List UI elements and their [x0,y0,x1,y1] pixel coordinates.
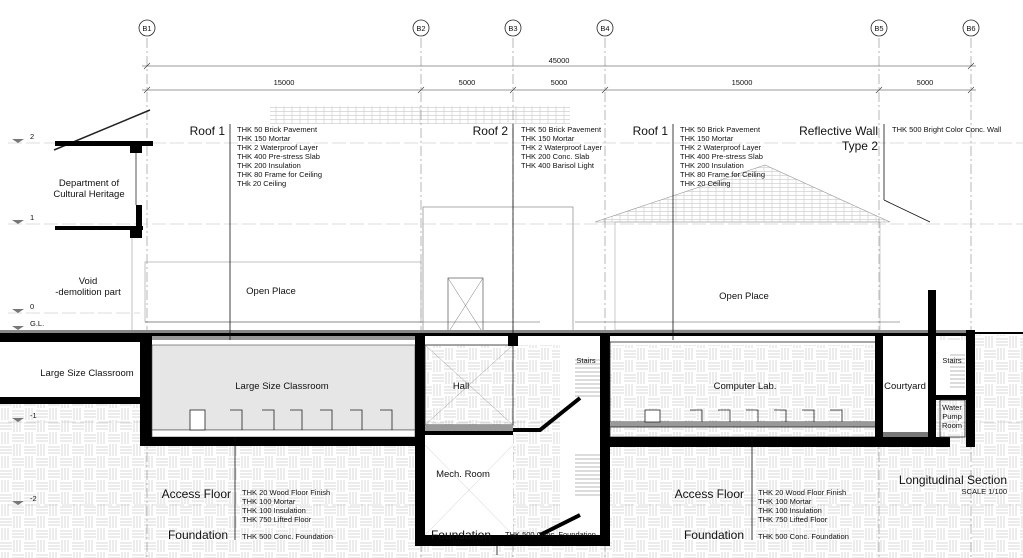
reflective-wall-label-2: Type 2 [842,139,878,153]
dimension-span: 5000 [917,78,934,87]
room-label-courtyard: Courtyard [884,381,926,392]
room-label-void-line1: Void [79,276,98,287]
room-label-mech-room: Mech. Room [436,469,490,480]
dimension-span: 15000 [274,78,295,87]
reflective-wall-spec: THK 500 Bright Color Conc. Wall [892,125,1002,134]
level-1: 1 [30,213,34,222]
room-label-stairs-mid: Stairs [576,356,595,365]
spec-line: B2 [416,24,425,33]
roof1-left-specs: THK 50 Brick Pavement THK 150 Mortar THK… [237,125,322,188]
room-label-open-place-right: Open Place [719,291,769,302]
access-floor-left-label: Access Floor [162,487,231,501]
spec-line: THK 50 Brick Pavement [521,125,602,134]
access-floor-left-specs: THK 20 Wood Floor Finish THK 100 Mortar … [242,488,330,524]
spec-line: B3 [508,24,517,33]
roof1-right-specs: THK 50 Brick Pavement THK 150 Mortar THK… [680,125,765,188]
axis-b4: B4 [596,19,614,37]
roof2-specs: THK 50 Brick Pavement THK 150 Mortar THK… [521,125,603,170]
room-label-hall: Hall [453,381,469,392]
spec-line: THK 80 Frame for Ceiling [237,170,322,179]
spec-line: THK 200 Insulation [680,161,744,170]
spec-line: THk 20 Ceiling [237,179,286,188]
dimension-span: 15000 [732,78,753,87]
existing-building [53,109,153,330]
spec-line: THK 150 Mortar [237,134,291,143]
spec-line: THK 100 Insulation [758,506,822,515]
grid-axis-markers: B1 B2 B3 B4 B5 B6 [138,19,980,37]
access-floor-right-specs: THK 20 Wood Floor Finish THK 100 Mortar … [758,488,846,524]
spec-line: THK 80 Frame for Ceiling [680,170,765,179]
foundation-right-label: Foundation [684,528,744,542]
room-label-water-pump-2: Pump [942,412,962,421]
spec-line: THK 50 Brick Pavement [680,125,761,134]
spec-line: THK 400 Barisol Light [521,161,595,170]
roof1-left-label: Roof 1 [190,124,226,138]
spec-line: THK 150 Mortar [680,134,734,143]
classroom-furniture [189,409,393,431]
foundation-mid-spec: THK 500 Conc. Foundation [505,530,596,539]
dimension-span: 5000 [459,78,476,87]
spec-line: B5 [874,24,883,33]
level-0: 0 [30,302,34,311]
spec-line: THK 2 Waterproof Layer [521,143,603,152]
access-floor-right-label: Access Floor [675,487,744,501]
level-minus-2: -2 [30,494,37,503]
roof1-right-label: Roof 1 [633,124,669,138]
dimension-span: 5000 [551,78,568,87]
room-label-open-place-left: Open Place [246,286,296,297]
spec-line: THK 400 Pre-stress Slab [237,152,320,161]
spec-line: THK 100 Insulation [242,506,306,515]
axis-b1: B1 [138,19,156,37]
leader-lines [229,124,931,555]
drawing-scale: SCALE 1/100 [962,487,1007,496]
level-minus-1: -1 [30,411,37,420]
spec-line: THK 750 Lifted Floor [242,515,312,524]
axis-b2: B2 [412,19,430,37]
spec-line: THK 20 Ceiling [680,179,730,188]
lab-furniture [644,409,843,423]
spec-line: THK 200 Conc. Slab [521,152,589,161]
level-2: 2 [30,132,34,141]
foundation-left-spec: THK 500 Conc. Foundation [242,532,333,541]
reflective-wall-label-1: Reflective Wall [799,124,878,138]
axis-b5: B5 [870,19,888,37]
dimension-lines [142,62,976,94]
spec-line: THK 100 Mortar [242,497,296,506]
level-gl: G.L. [30,319,44,328]
room-label-large-classroom: Large Size Classroom [235,381,329,392]
spec-line: THK 150 Mortar [521,134,575,143]
roof2-label: Roof 2 [473,124,509,138]
room-label-stairs-right: Stairs [942,356,961,365]
spec-line: B6 [966,24,975,33]
spec-line: THK 400 Pre-stress Slab [680,152,763,161]
background-roof-left [270,106,570,124]
foundation-mid-label: Foundation [431,528,491,542]
spec-line: THK 20 Wood Floor Finish [758,488,846,497]
dimension-overall: 45000 [549,56,570,65]
axis-b6: B6 [962,19,980,37]
spec-line: THK 20 Wood Floor Finish [242,488,330,497]
room-label-computer-lab: Computer Lab. [714,381,777,392]
room-label-water-pump-3: Room [942,421,962,430]
spec-line: THK 200 Insulation [237,161,301,170]
room-label-dept-line2: Cultural Heritage [53,189,124,200]
drawing-title: Longitudinal Section [899,473,1007,487]
axis-b3: B3 [504,19,522,37]
room-label-void-line2: -demolition part [55,287,121,298]
spec-line: THK 100 Mortar [758,497,812,506]
spec-line: B4 [600,24,609,33]
spec-line: THK 50 Brick Pavement [237,125,318,134]
room-label-large-classroom-left: Large Size Classroom [40,368,134,379]
foundation-left-label: Foundation [168,528,228,542]
spec-line: THK 2 Waterproof Layer [680,143,762,152]
spec-line: B1 [142,24,151,33]
spec-line: THK 750 Lifted Floor [758,515,828,524]
foundation-right-spec: THK 500 Conc. Foundation [758,532,849,541]
room-label-water-pump-1: Water [942,403,962,412]
room-label-dept-line1: Department of [59,178,120,189]
spec-line: THK 2 Waterproof Layer [237,143,319,152]
